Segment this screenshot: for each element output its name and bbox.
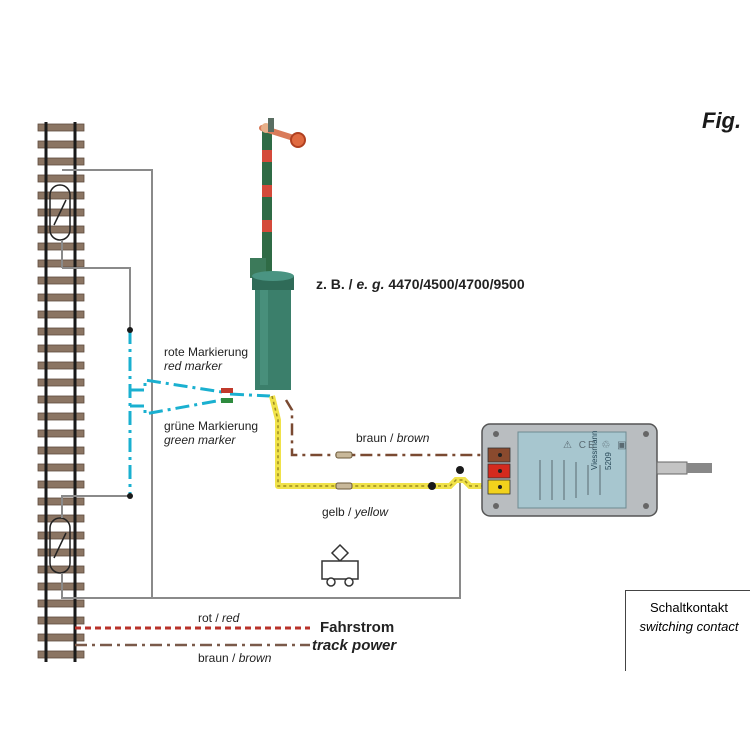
module-cert-icons: ⚠ CE ♲ ▣ (563, 440, 629, 451)
figure-label: Fig. (702, 108, 742, 133)
junction-dot (127, 327, 133, 333)
red-de: rot / (198, 611, 223, 625)
model-numbers: z. B. / e. g. 4470/4500/4700/9500 (316, 276, 525, 292)
track-power-label-en: track power (312, 637, 397, 654)
yellow-wire (269, 395, 482, 489)
blue-wires (128, 330, 271, 496)
junction-dot (456, 466, 464, 474)
module-text-lines (539, 460, 601, 500)
switching-contact-legend: Schaltkontakt switching contact (625, 590, 750, 671)
junction-dot (428, 482, 436, 490)
yellow-en: yellow (354, 505, 389, 519)
model-list: 4470/4500/4700/9500 (384, 276, 525, 292)
resistor-yellow (335, 482, 353, 490)
signal-module (481, 423, 712, 517)
green-marker-label-de: grüne Markierung (164, 419, 259, 433)
contact-car-icon (321, 543, 359, 587)
resistor-brown (335, 451, 353, 459)
brown-lower-de: braun / (198, 651, 239, 665)
green-marker-label-en: green marker (164, 433, 236, 447)
semaphore-signal (250, 118, 306, 390)
brown-lower-en: brown (238, 651, 272, 665)
grey-wires (61, 169, 461, 599)
yellow-de: gelb / (322, 505, 355, 519)
model-prefix: z. B. / (316, 276, 357, 292)
module-number: 5209 (604, 452, 613, 470)
brown-en: brown (396, 431, 430, 445)
green-marker (221, 398, 233, 403)
track-power-label-de: Fahrstrom (320, 619, 395, 636)
yellow-wire-label: gelb / yellow (322, 505, 388, 519)
red-en: red (222, 611, 240, 625)
brown-wire-label-upper: braun / brown (356, 431, 429, 445)
red-wire-label: rot / red (198, 611, 239, 625)
red-marker-label-en: red marker (164, 359, 223, 373)
red-marker (221, 388, 233, 393)
red-marker-label-de: rote Markierung (164, 345, 249, 359)
brown-de: braun / (356, 431, 397, 445)
switching-contact-label-en: switching contact (639, 619, 739, 634)
junction-dot (127, 493, 133, 499)
brown-wire-label-lower: braun / brown (198, 651, 271, 665)
isolated-section-upper (49, 184, 71, 241)
model-eg: e. g. (356, 276, 385, 292)
switching-contact-label-de: Schaltkontakt (649, 600, 729, 615)
brown-wire-upper (284, 399, 486, 457)
isolated-section-lower (49, 517, 71, 574)
